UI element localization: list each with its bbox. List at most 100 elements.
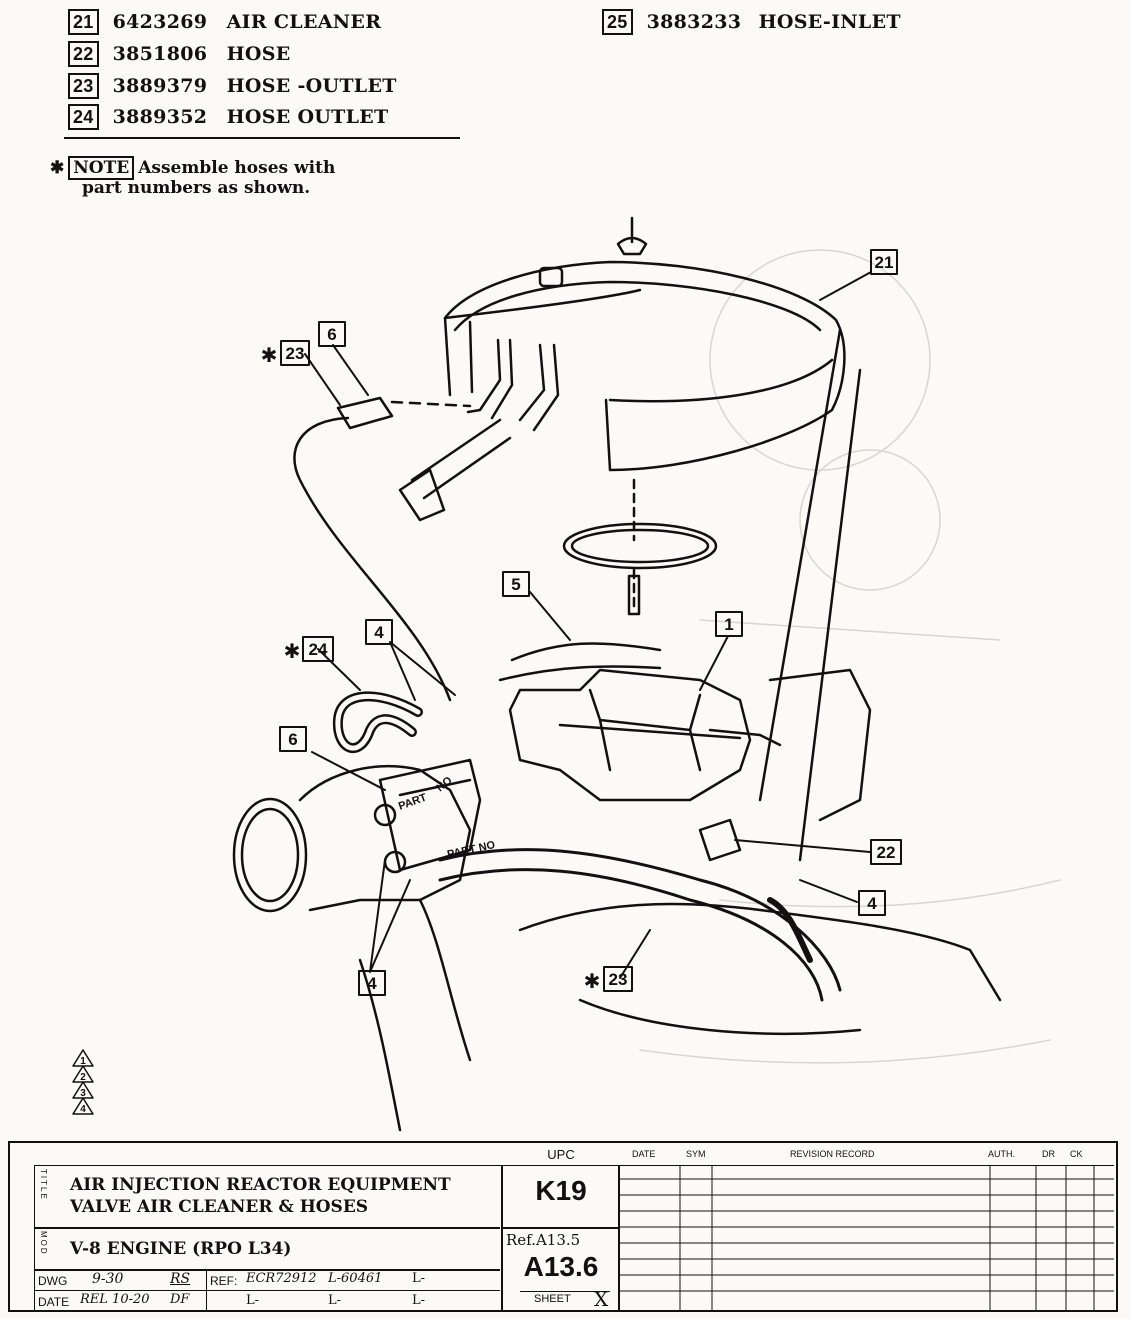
upc-value: K19: [535, 1175, 587, 1206]
ref-box: 25: [602, 9, 633, 35]
air-cleaner-cover: [443, 216, 846, 472]
callout-24: 24: [309, 640, 328, 659]
hose-5-lower: [498, 665, 662, 682]
revision-mark: 3: [80, 1088, 86, 1099]
model-tag: MOD: [39, 1231, 48, 1256]
ref-value: ECR72912: [246, 1271, 317, 1286]
dashed-alignment-line: [390, 400, 472, 408]
revision-triangles: [72, 1049, 94, 1115]
revision-grid: [620, 1165, 1114, 1312]
ref-value: L-: [246, 1293, 260, 1308]
callout-4-right: 4: [867, 894, 877, 913]
ref-value: L-: [328, 1293, 342, 1308]
callout-4b-box: [858, 890, 886, 916]
parts-row: 25 3883233 HOSE-INLET: [602, 8, 901, 36]
revision-mark: 1: [80, 1056, 86, 1067]
callouts: [279, 249, 902, 996]
part-description: HOSE-INLET: [758, 11, 901, 33]
note-star: ✱: [50, 158, 65, 178]
gasket-ring: [562, 522, 718, 570]
rev-header-record: REVISION RECORD: [790, 1149, 875, 1159]
part-number: 3883233: [646, 11, 742, 33]
note-stars: ✱ ✱ ✱: [261, 345, 601, 993]
ref-box: 24: [68, 104, 99, 130]
callout-6: 6: [327, 325, 336, 344]
ref-box: 21: [68, 9, 99, 35]
part-number: 3889352: [112, 106, 208, 128]
callout-24-box: [302, 636, 334, 662]
sheet-mark: X: [594, 1287, 609, 1311]
title-block: TITLE AIR INJECTION REACTOR EQUIPMENT VA…: [8, 1141, 1118, 1312]
callout-1: 1: [724, 615, 733, 634]
callout-6-lower: 6: [288, 730, 297, 749]
note-star-24: ✱: [284, 641, 301, 663]
ref-value: L-: [412, 1293, 426, 1308]
revision-mark: 4: [80, 1104, 86, 1115]
note-label: NOTE: [68, 156, 135, 180]
part-number: 3889379: [112, 75, 208, 97]
lower-hose: [438, 848, 842, 992]
part-description: AIR CLEANER: [226, 11, 382, 33]
part-description: HOSE -OUTLET: [226, 75, 397, 97]
part-description: HOSE: [226, 43, 291, 65]
parts-row: 21 6423269 AIR CLEANER: [68, 8, 381, 36]
callout-5-box: [502, 571, 530, 597]
callout-6b-box: [279, 726, 307, 752]
title-line-1: AIR INJECTION REACTOR EQUIPMENT: [70, 1175, 451, 1195]
callout-1-box: [715, 611, 743, 637]
check-valve: [767, 897, 813, 963]
leader-lines: [304, 271, 872, 979]
sheet-rule: [520, 1291, 610, 1292]
parts-row: 23 3889379 HOSE -OUTLET: [68, 72, 397, 100]
callout-21-box: [870, 249, 898, 275]
hose-labels: PART NO PART NO: [397, 774, 497, 861]
callout-4-lower: 4: [367, 974, 377, 993]
date-value: REL 10-20: [80, 1292, 150, 1307]
callout-23: 23: [286, 344, 305, 363]
lower-hose-inner: [438, 868, 824, 1002]
rev-header-auth: AUTH.: [988, 1149, 1015, 1159]
revision-marks: 1 2 3 4: [80, 1056, 86, 1115]
background-ghost: [639, 249, 1061, 1064]
parts-row: 22 3851806 HOSE: [68, 40, 291, 68]
rev-header-ck: CK: [1070, 1149, 1083, 1159]
ref-divider: [206, 1269, 207, 1312]
dwg-rule: [34, 1269, 500, 1271]
callout-labels: 21 6 23 5 1 4 24 6 22 4 23 4: [286, 253, 896, 993]
upc-rule: [502, 1227, 620, 1229]
callout-5: 5: [511, 575, 520, 594]
part-number: 3851806: [112, 43, 208, 65]
callout-23b-box: [603, 966, 633, 992]
ref-box: 23: [68, 73, 99, 99]
parts-row: 24 3889352 HOSE OUTLET: [68, 103, 388, 131]
upc-section: [502, 1165, 620, 1312]
callout-4-box: [365, 619, 393, 645]
callout-4c-box: [358, 970, 386, 996]
title-line-2: VALVE AIR CLEANER & HOSES: [70, 1197, 369, 1217]
callout-21: 21: [875, 253, 894, 272]
revision-mark: 2: [80, 1072, 86, 1083]
parts-list-divider: [64, 137, 460, 139]
left-hose-run: [293, 416, 452, 702]
hose-5: [510, 642, 662, 662]
date-rule: [34, 1290, 500, 1291]
note-line-2: part numbers as shown.: [82, 178, 311, 198]
dwg-label: DWG: [38, 1274, 68, 1288]
exploded-diagram: 21 6 23 5 1 4 24 6 22 4 23 4 ✱ ✱ ✱ PART …: [72, 216, 1061, 1132]
callout-23-box: [280, 340, 310, 366]
cover-outlet-tubes: [466, 338, 560, 432]
carburetor: [508, 668, 782, 802]
title-tag: TITLE: [39, 1169, 48, 1201]
ref-label: REF:: [210, 1274, 238, 1288]
part-number: 6423269: [112, 11, 208, 33]
callout-6-box: [318, 321, 346, 347]
dwg-initials: RS: [170, 1271, 191, 1287]
model-rule: [34, 1227, 500, 1229]
note-star-23-lower: ✱: [584, 971, 601, 993]
rev-header-sym: SYM: [686, 1149, 706, 1159]
gasket-ring-inner: [570, 528, 710, 564]
stud: [627, 574, 641, 616]
sheet-label: SHEET: [534, 1293, 571, 1305]
sheet-code: A13.6: [523, 1251, 599, 1282]
